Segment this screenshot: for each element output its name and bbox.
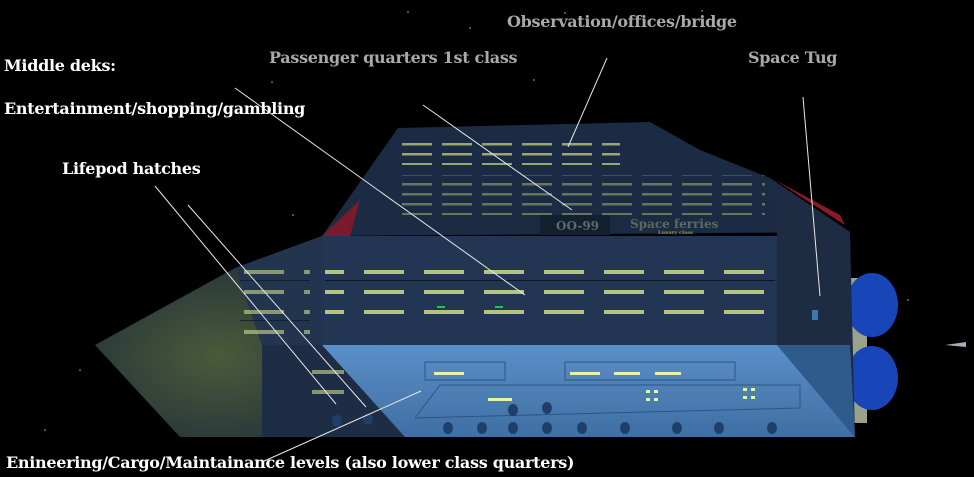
label-lifepod: Lifepod hatches (62, 159, 201, 178)
label-middle-decks-title: Middle deks: (4, 56, 116, 75)
leader-lifepod-2 (187, 204, 367, 408)
engine-lower (846, 346, 898, 410)
hull-marking: OO-99 Space ferries Luxury class (540, 215, 719, 236)
leader-observation (567, 57, 608, 148)
leader-lifepod-1 (154, 185, 337, 405)
leader-space-tug (802, 96, 821, 297)
lower-deck (322, 345, 855, 437)
hull-registry: OO-99 (556, 219, 599, 233)
leader-engineering (261, 390, 422, 463)
space-tug (845, 273, 966, 423)
leader-lines (154, 57, 821, 463)
leader-passenger (422, 104, 573, 211)
starfield (44, 10, 909, 431)
leader-middle-decks (234, 87, 526, 296)
hull-name: Space ferries (630, 217, 719, 231)
label-passenger: Passenger quarters 1st class (269, 48, 518, 67)
hull-subtitle: Luxury class (658, 230, 693, 236)
label-engineering: Enineering/Cargo/Maintainance levels (al… (6, 453, 575, 472)
engine-upper (846, 273, 898, 337)
label-space-tug: Space Tug (748, 48, 838, 67)
label-observation: Observation/offices/bridge (507, 12, 737, 31)
label-middle-decks: Entertainment/shopping/gambling (4, 99, 306, 118)
